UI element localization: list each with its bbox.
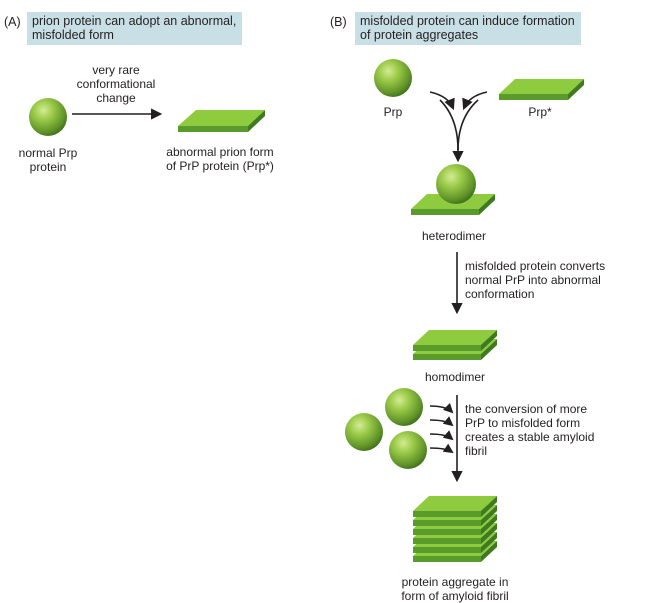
prp-sphere-left [345, 413, 383, 451]
feed-arrow-4 [429, 443, 454, 454]
step1-description: misfolded protein converts normal PrP in… [465, 259, 606, 301]
panel-a-label: (A) [4, 15, 21, 29]
amyloid-fibril-stack [413, 496, 497, 562]
merge-curve-right [457, 99, 479, 151]
prp-sphere-bottom [389, 431, 427, 469]
prp-star-label: Prp* [528, 105, 552, 119]
homodimer-stack [413, 330, 497, 360]
normal-prp-label: normal Prp protein [18, 146, 78, 174]
conformational-change-label: very rare conformational change [76, 63, 156, 105]
panel-b-heading: misfolded protein can induce formation o… [355, 12, 581, 45]
panel-a-heading: prion protein can adopt an abnormal, mis… [27, 12, 243, 45]
prp-sphere [374, 59, 412, 97]
merge-curve-left [439, 99, 459, 151]
panel-b-label: (B) [330, 15, 347, 29]
homodimer-label: homodimer [424, 370, 486, 384]
abnormal-prion-sheet [178, 110, 265, 132]
prp-sphere-top [385, 388, 423, 426]
abnormal-prion-label: abnormal prion form of PrP protein (Prp*… [166, 145, 274, 173]
step2-description: the conversion of more PrP to misfolded … [465, 402, 595, 458]
normal-prp-sphere [29, 98, 67, 136]
converging-arrow-left [429, 91, 455, 111]
heterodimer-sphere [436, 164, 476, 204]
heterodimer-label: heterodimer [421, 229, 487, 243]
aggregate-label: protein aggregate in form of amyloid fib… [401, 575, 509, 603]
prp-star-sheet [499, 79, 584, 100]
converging-arrow-right [462, 91, 488, 111]
feed-arrow-2 [429, 416, 454, 427]
feed-arrow-3 [429, 430, 454, 441]
prp-label: Prp [383, 105, 403, 119]
feed-arrow-1 [429, 402, 454, 414]
